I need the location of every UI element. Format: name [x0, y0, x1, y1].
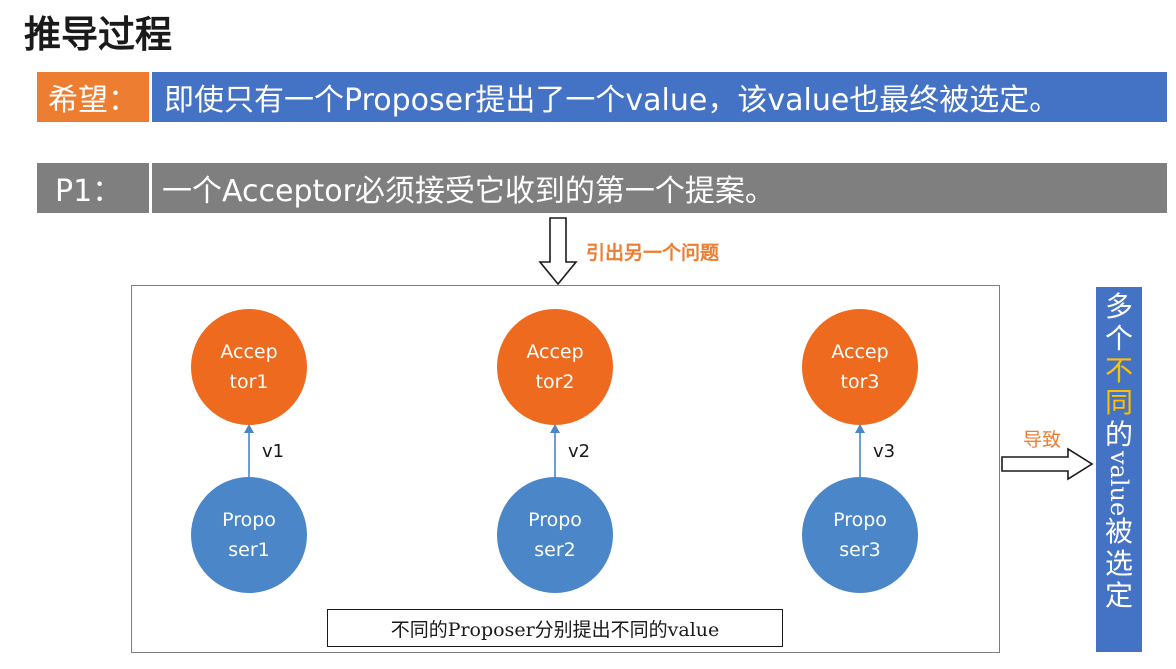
- edge-label-1: v1: [262, 441, 285, 462]
- edge-arrow-3: [855, 424, 865, 480]
- edge-label-3: v3: [873, 441, 896, 462]
- node-label: Accep: [220, 341, 278, 363]
- hope-text: 即使只有一个Proposer提出了一个value，该value也最终被选定。: [152, 72, 1167, 122]
- node-label: ser3: [839, 539, 881, 561]
- node-label: tor1: [229, 371, 269, 393]
- node-label: Accep: [526, 341, 584, 363]
- right-arrow-icon: [1001, 447, 1094, 481]
- diagram-caption: 不同的Proposer分别提出不同的value: [327, 609, 783, 647]
- node-label: Propo: [222, 509, 276, 531]
- edge-arrow-1: [244, 424, 254, 480]
- lead-label: 引出另一个问题: [586, 242, 720, 264]
- acceptor-node-1: Accep tor1: [191, 309, 307, 425]
- proposer-node-2: Propo ser2: [497, 477, 613, 593]
- edge-arrow-2: [550, 424, 560, 480]
- result-text-3: 被选定: [1104, 515, 1133, 613]
- result-text-2: 的: [1104, 418, 1133, 451]
- cause-label: 导致: [1023, 429, 1062, 451]
- down-arrow-icon: [538, 217, 578, 286]
- result-highlight: 不同: [1104, 354, 1133, 419]
- node-label: Accep: [831, 341, 889, 363]
- hope-tag: 希望：: [37, 72, 149, 122]
- node-label: Propo: [528, 509, 582, 531]
- result-text-1: 多个: [1104, 290, 1133, 355]
- node-label: Propo: [833, 509, 887, 531]
- page-title: 推导过程: [24, 13, 172, 56]
- proposer-node-3: Propo ser3: [802, 477, 918, 593]
- result-latin: value: [1105, 451, 1133, 517]
- node-label: tor2: [535, 371, 575, 393]
- node-label: tor3: [840, 371, 880, 393]
- edge-label-2: v2: [568, 441, 591, 462]
- p1-text: 一个Acceptor必须接受它收到的第一个提案。: [152, 163, 1167, 213]
- acceptor-node-3: Accep tor3: [802, 309, 918, 425]
- result-box: 多个 不同 的 value 被选定: [1096, 287, 1142, 652]
- node-label: ser1: [228, 539, 270, 561]
- p1-tag: P1：: [37, 163, 149, 213]
- node-label: ser2: [534, 539, 576, 561]
- acceptor-node-2: Accep tor2: [497, 309, 613, 425]
- proposer-node-1: Propo ser1: [191, 477, 307, 593]
